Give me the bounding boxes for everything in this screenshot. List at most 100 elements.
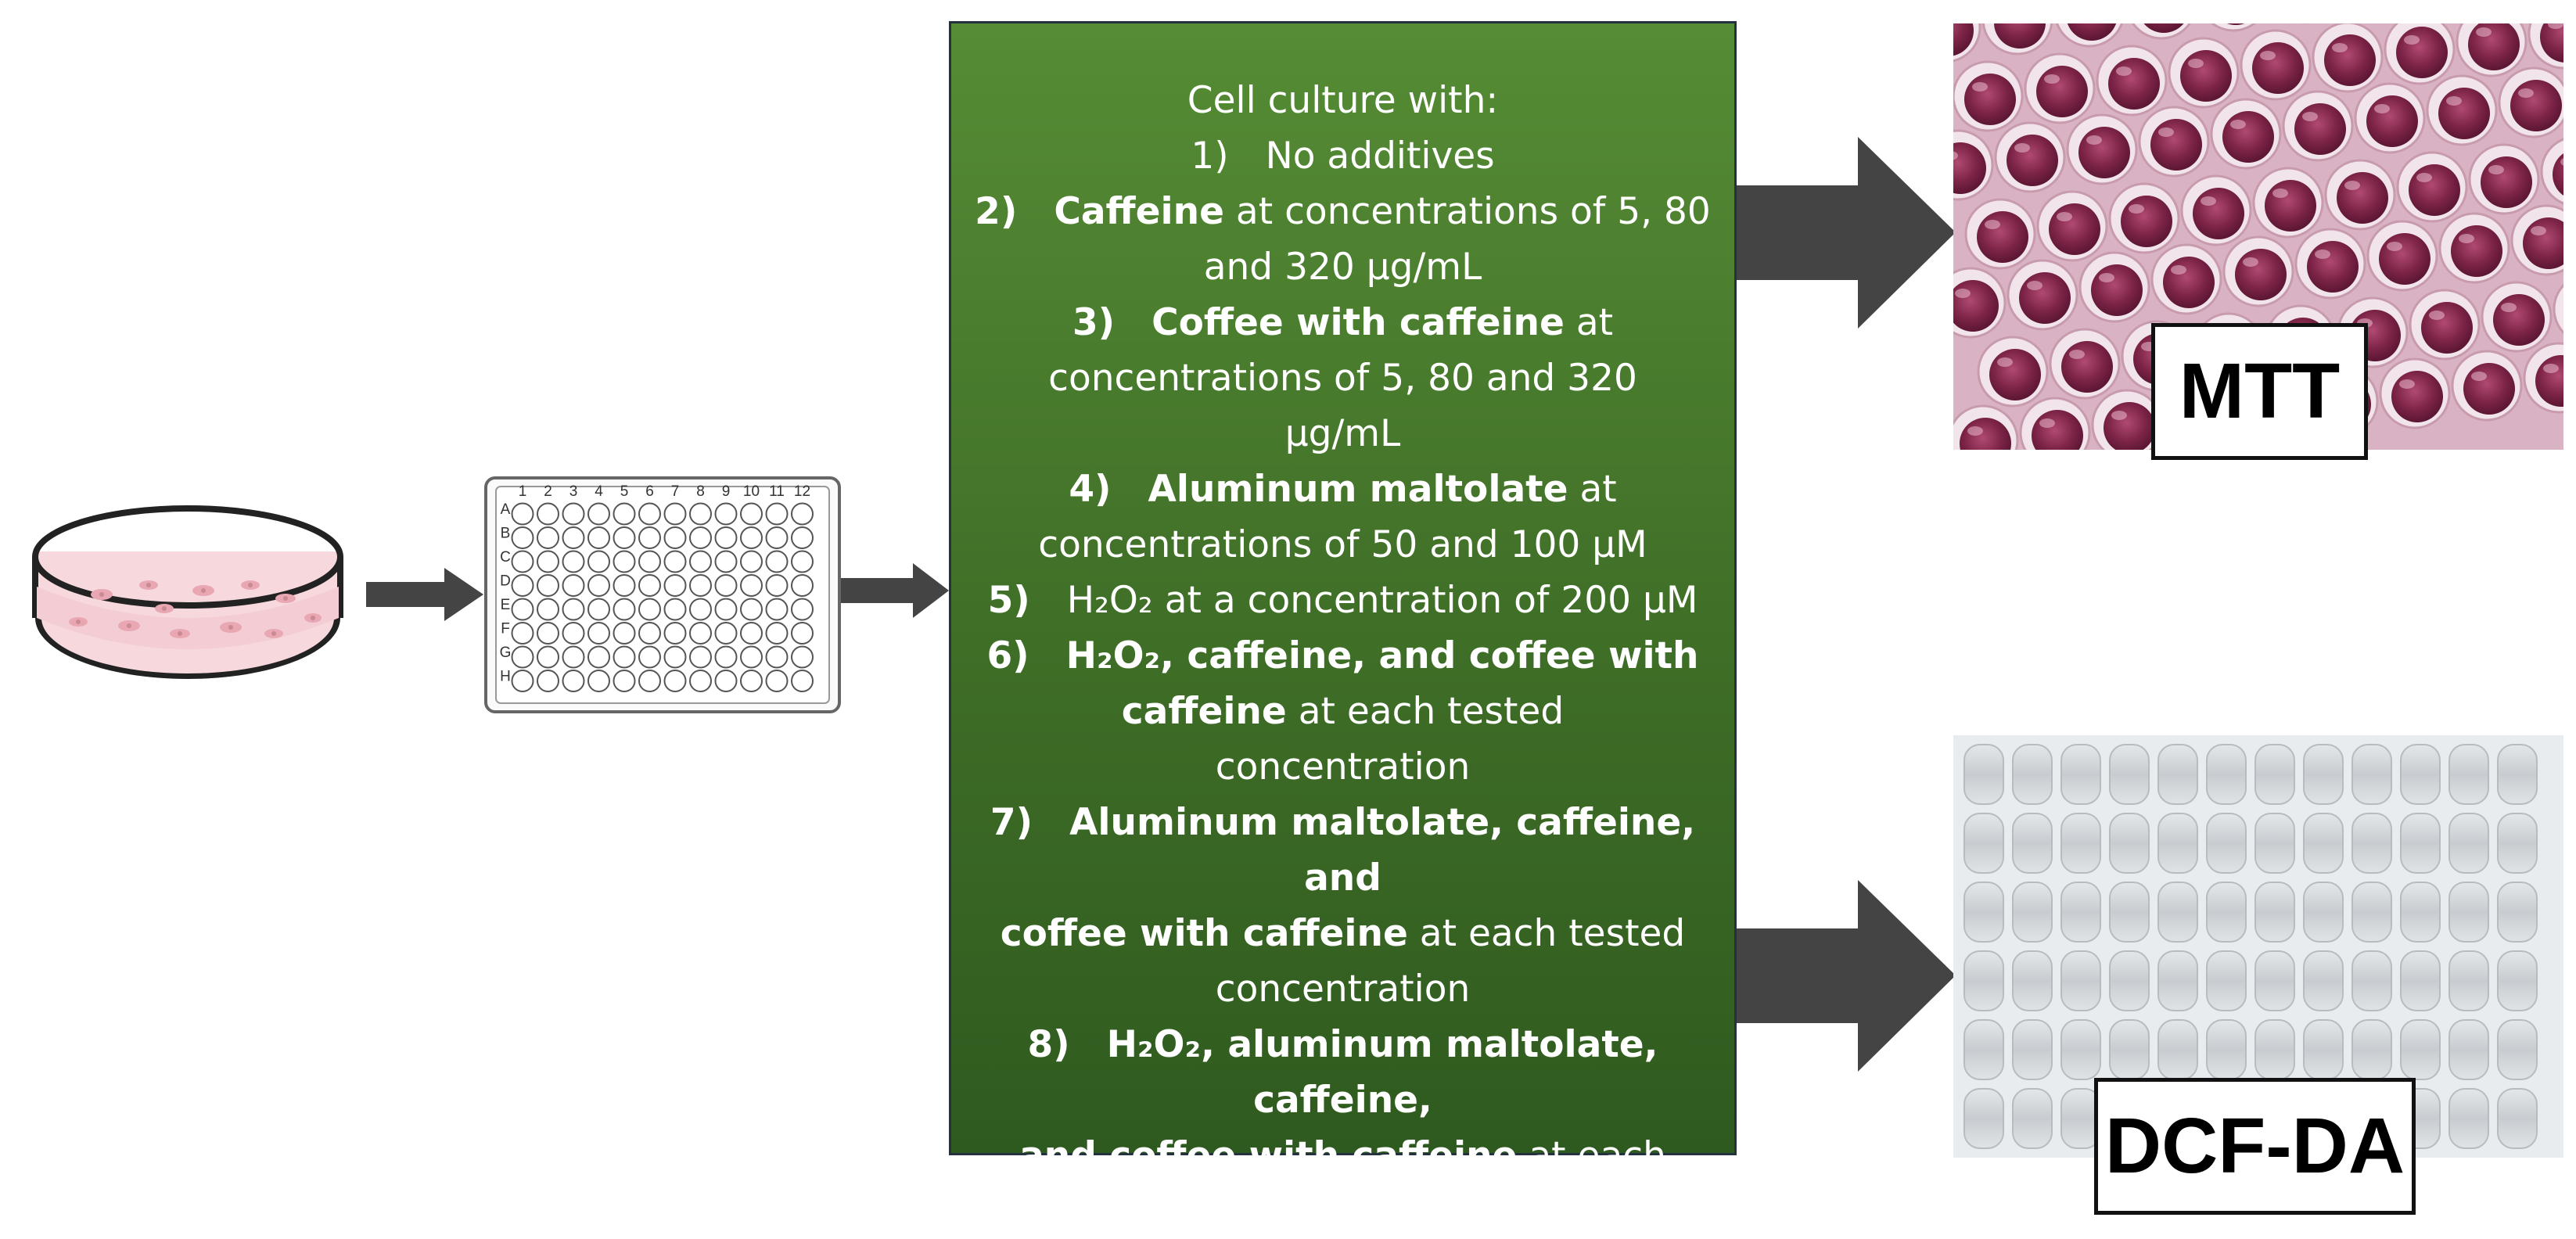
condition-number: 1) <box>1191 135 1229 178</box>
plate-well <box>740 598 763 621</box>
plate-well <box>689 670 712 692</box>
dcfda-well <box>2497 1019 2538 1080</box>
plate-column-label: 10 <box>743 483 760 500</box>
dcfda-well <box>1963 882 2004 943</box>
dcfda-well <box>2448 950 2489 1011</box>
plate-well <box>511 645 534 669</box>
plate-well <box>587 574 610 597</box>
mtt-well <box>2540 23 2563 63</box>
plate-well <box>638 550 661 573</box>
plate-well <box>791 645 814 669</box>
plate-well <box>663 645 687 669</box>
dcfda-well <box>2448 744 2489 805</box>
mtt-plate-photo <box>1953 23 2563 450</box>
dcfda-well <box>2303 882 2344 943</box>
dcfda-well <box>2497 882 2538 943</box>
mtt-well-highlight <box>2302 112 2318 121</box>
mtt-well-highlight <box>1967 426 1983 436</box>
plate-well <box>663 550 687 573</box>
condition-number: 8) <box>1027 1023 1070 1066</box>
dcfda-well <box>2012 882 2053 943</box>
plate-well <box>663 502 687 526</box>
dcfda-well <box>2109 882 2150 943</box>
dcfda-label: DCF-DA <box>2094 1078 2416 1215</box>
conditions-heading: Cell culture with: <box>1187 79 1499 122</box>
plate-row-label: E <box>501 597 511 613</box>
condition-text: Caffeine <box>1054 190 1224 233</box>
plate-well <box>562 550 585 573</box>
condition-text: coffee with caffeine <box>1000 912 1408 955</box>
mtt-well <box>1989 349 2041 400</box>
mtt-well-highlight <box>2188 59 2204 68</box>
plate-well <box>663 574 687 597</box>
dcfda-well <box>2206 1019 2247 1080</box>
dcfda-well <box>2109 744 2150 805</box>
condition-text: at <box>1564 301 1614 344</box>
mtt-well <box>2036 66 2088 117</box>
dcfda-well <box>2303 744 2344 805</box>
condition-number: 4) <box>1069 468 1112 511</box>
plate-column-label: 6 <box>645 483 654 500</box>
condition-text: and 320 μg/mL <box>1203 246 1482 289</box>
plate-well <box>765 670 789 692</box>
dcfda-well <box>2351 950 2392 1011</box>
plate-column-label: 8 <box>696 483 705 500</box>
condition-text: at concentrations of 5, 80 <box>1223 190 1711 233</box>
dcfda-well <box>2206 950 2247 1011</box>
mtt-well <box>1953 23 1974 56</box>
plate-well <box>562 526 585 549</box>
plate-well <box>587 645 610 669</box>
arrow-to-dcfda-icon <box>1737 880 1956 1072</box>
condition-text: tested concentration <box>1151 1190 1535 1233</box>
plate-well <box>791 526 814 549</box>
mtt-well <box>1953 142 1986 194</box>
dcfda-well <box>2497 744 2538 805</box>
dcfda-well <box>2254 1019 2295 1080</box>
condition-3-line-1: 3) Coffee with caffeine at <box>951 295 1734 350</box>
plate-well <box>562 598 585 621</box>
plate-well <box>638 645 661 669</box>
mtt-well-highlight <box>2416 173 2432 182</box>
mtt-well <box>1994 23 2046 48</box>
plate-well <box>689 574 712 597</box>
plate-well <box>537 598 559 621</box>
plate-well <box>714 645 738 669</box>
dcfda-well <box>2254 950 2295 1011</box>
plate-well <box>740 645 763 669</box>
condition-text: caffeine <box>1121 690 1287 733</box>
plate-well <box>613 526 636 549</box>
mtt-well <box>2451 225 2502 277</box>
mtt-well <box>2294 103 2346 155</box>
plate-well <box>537 622 559 645</box>
mtt-well <box>2019 272 2071 324</box>
mtt-well-highlight <box>2111 411 2127 420</box>
condition-1-line-1: 1) No additives <box>951 128 1734 184</box>
plate-well <box>638 502 661 526</box>
plate-well <box>613 645 636 669</box>
plate-well <box>689 502 712 526</box>
dcfda-well <box>1963 1088 2004 1149</box>
dcfda-well <box>2303 1019 2344 1080</box>
mtt-well-highlight <box>2374 104 2390 113</box>
dcfda-well <box>2497 813 2538 874</box>
condition-8-line-3: tested concentration <box>951 1183 1734 1239</box>
dcfda-well <box>2060 813 2101 874</box>
plate-well <box>714 622 738 645</box>
plate-well <box>638 526 661 549</box>
plate-well <box>587 502 610 526</box>
dcfda-well <box>2157 950 2198 1011</box>
plate-column-label: 9 <box>722 483 731 500</box>
mtt-well <box>2379 233 2430 285</box>
mtt-well-highlight <box>2387 242 2402 251</box>
plate-well <box>511 622 534 645</box>
plate-well <box>791 574 814 597</box>
mtt-well <box>2493 294 2545 346</box>
condition-6-line-3: concentration <box>951 739 1734 795</box>
plate-well <box>638 670 661 692</box>
mtt-well <box>2150 119 2202 171</box>
mtt-well <box>2481 156 2532 208</box>
mtt-well <box>2222 111 2274 163</box>
plate-well <box>765 598 789 621</box>
mtt-well <box>2193 188 2244 239</box>
